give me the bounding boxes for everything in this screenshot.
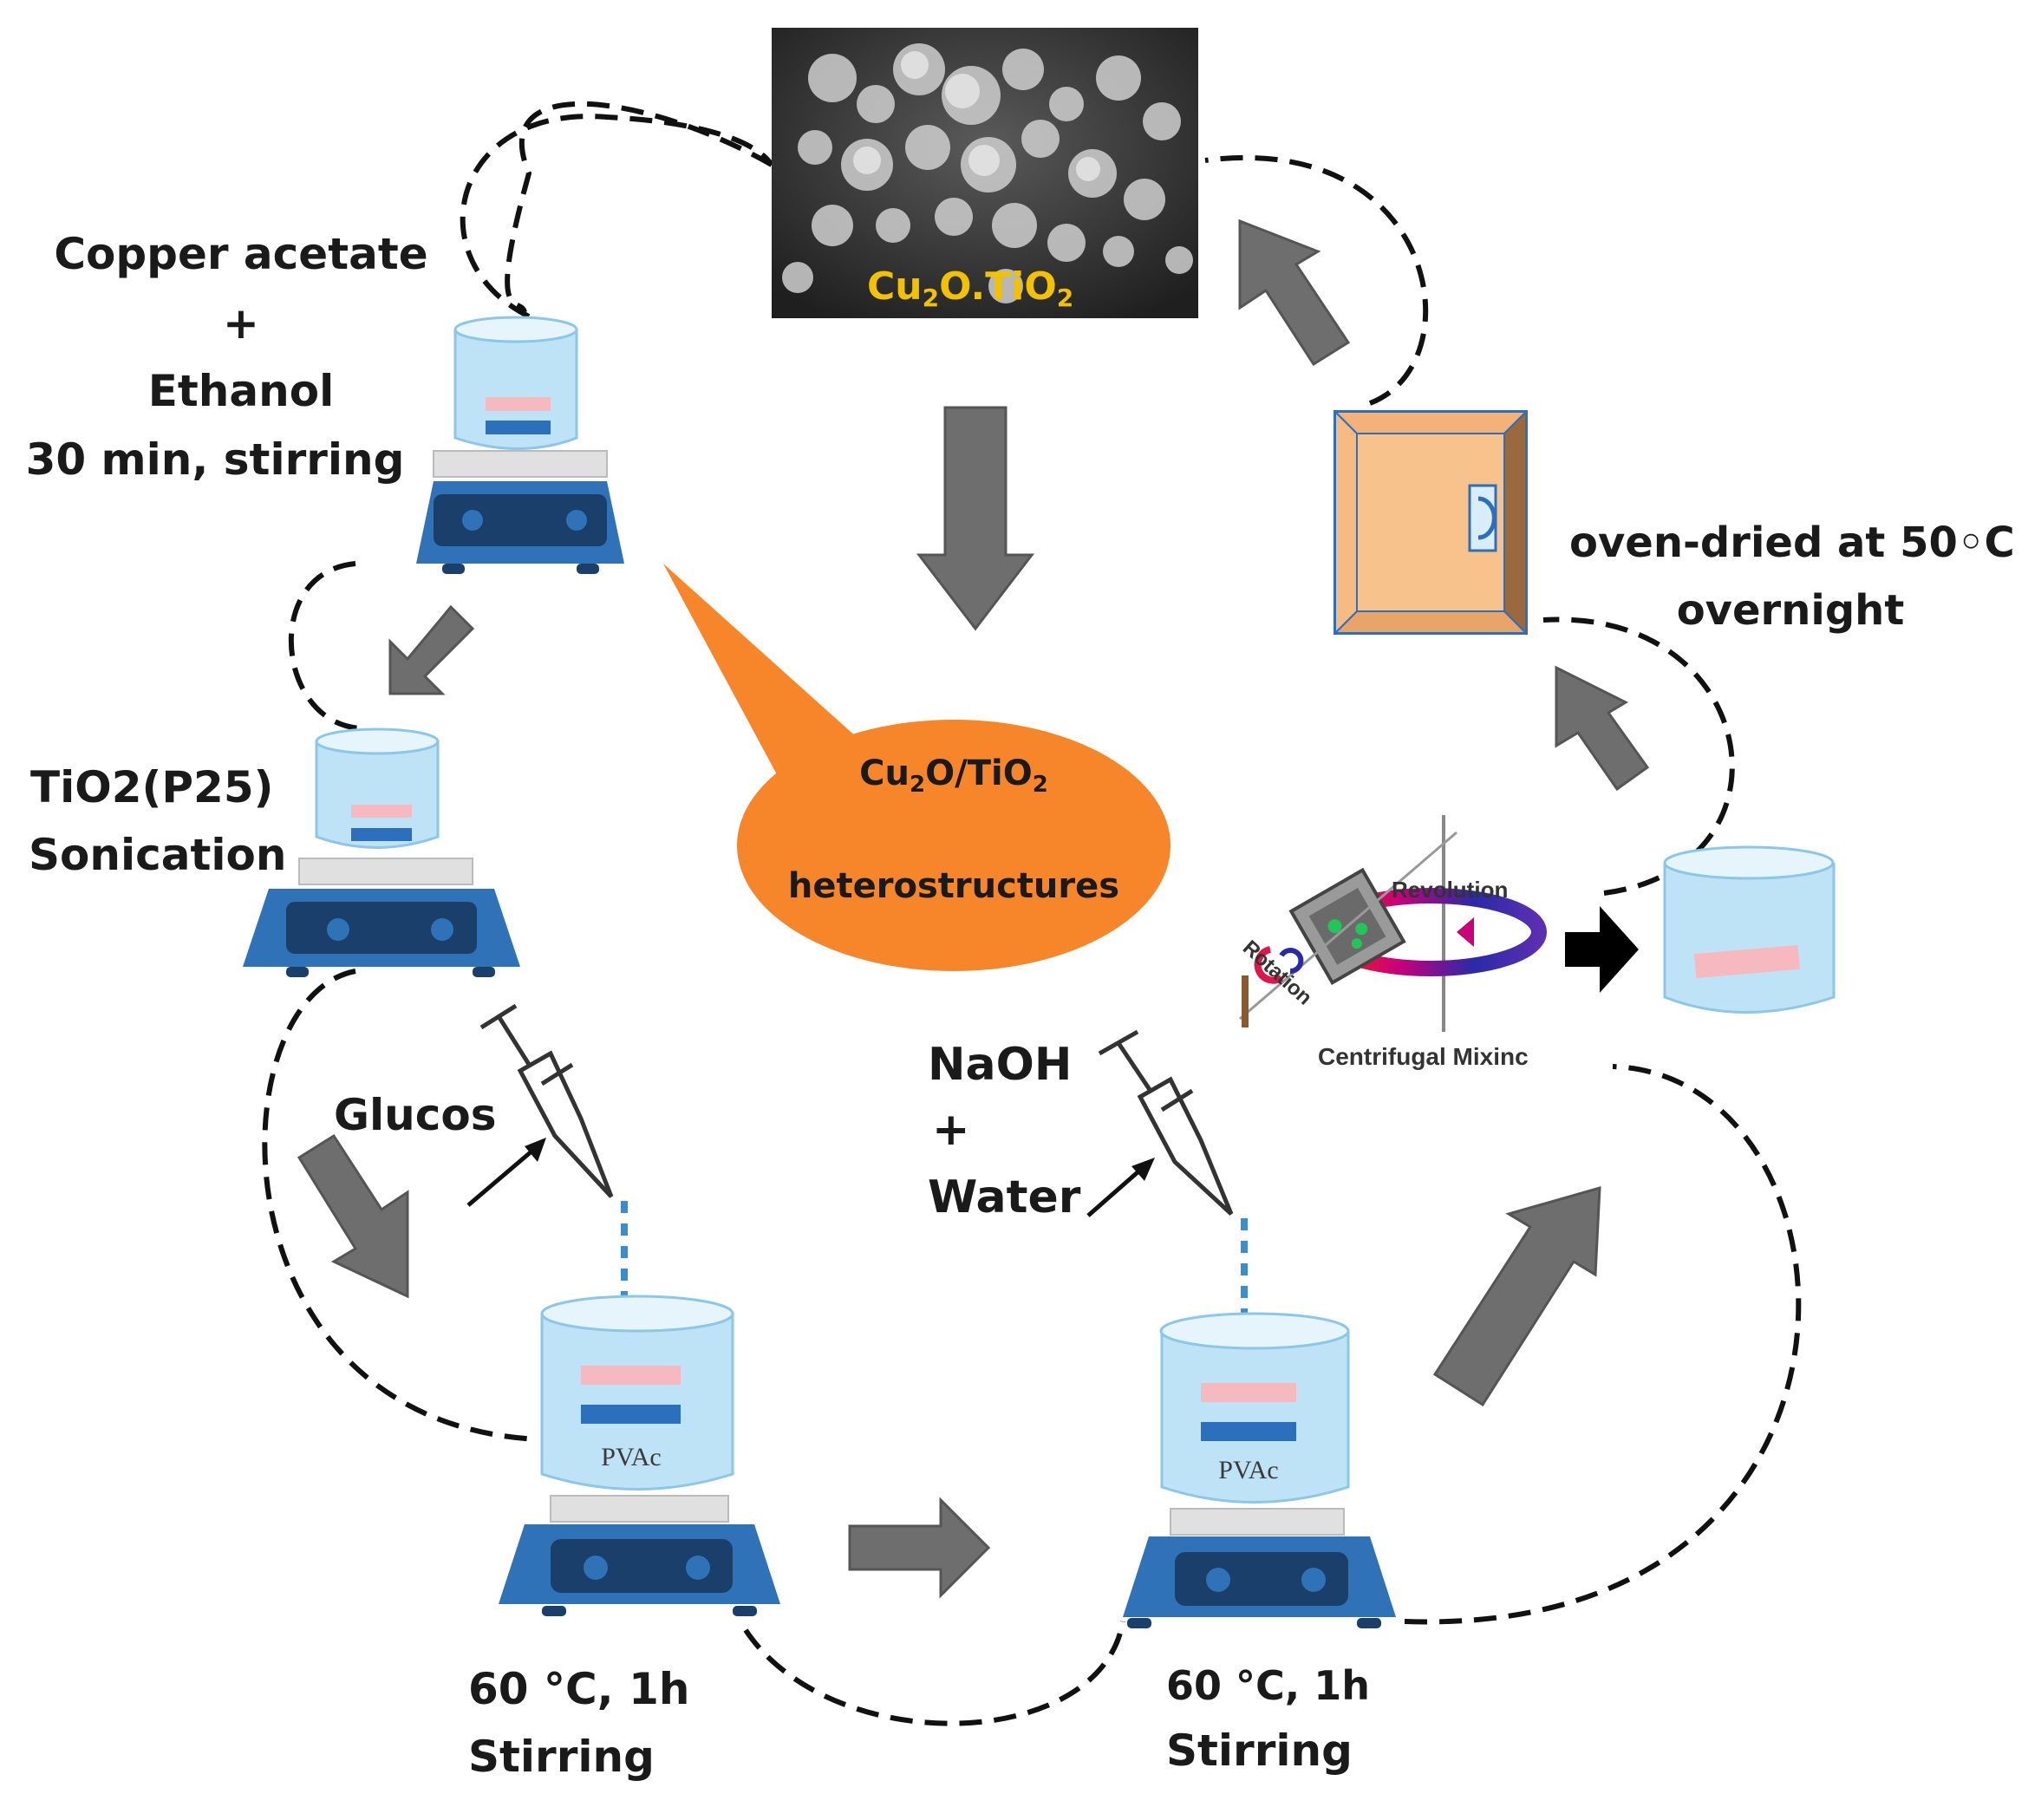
naoh-line2: + xyxy=(932,1104,970,1156)
sem-particles-bright xyxy=(853,51,1100,181)
step3-line1: 60 °C, 1h xyxy=(468,1664,689,1714)
arrow-step3-to-step4 xyxy=(848,1497,991,1599)
heterostructure-callout: Cu2O/TiO2 heterostructures xyxy=(663,564,1171,971)
pvac-label-b: PVAc xyxy=(1218,1456,1278,1484)
dashed-connectors xyxy=(262,101,1802,1726)
connector-sem-to-step1 xyxy=(505,101,773,314)
connector-step2-to-step3 xyxy=(262,969,538,1442)
oven-line1: oven-dried at 50◦C xyxy=(1569,519,2015,567)
syringe-glucose xyxy=(479,1003,614,1198)
naoh-line1: NaOH xyxy=(928,1039,1072,1091)
step1-label: Copper acetate + Ethanol 30 min, stirrin… xyxy=(26,229,428,485)
syringe-naoh xyxy=(1098,1029,1234,1216)
callout-line1: Cu2O/TiO2 xyxy=(859,753,1048,798)
rotation-label: Rotation xyxy=(1238,936,1316,1009)
step4-line2: Stirring xyxy=(1166,1725,1353,1776)
glucose-label: Glucos xyxy=(334,1090,497,1140)
naoh-label: NaOH + Water xyxy=(928,1039,1081,1223)
step2-line2: Sonication xyxy=(29,830,286,880)
centrifugal-label: Centrifugal Mixinc xyxy=(1318,1043,1529,1070)
pvac-label-a: PVAc xyxy=(601,1443,661,1471)
callout-line2: heterostructures xyxy=(788,866,1119,906)
step2-label: TiO2(P25) Sonication xyxy=(29,762,286,880)
arrow-mixer-to-beaker xyxy=(1565,906,1639,993)
sem-image: Cu2O.TiO2 xyxy=(772,28,1198,318)
step1-line3: Ethanol xyxy=(148,366,334,416)
glucose-pointer-arrow xyxy=(466,1145,539,1207)
step3-hotplate xyxy=(499,1495,780,1616)
connector-top-left-loop xyxy=(460,114,774,319)
oven xyxy=(1333,409,1529,636)
step4-label: 60 °C, 1h Stirring xyxy=(1166,1662,1370,1776)
oven-label: oven-dried at 50◦C overnight xyxy=(1569,519,2015,635)
step3-beaker: PVAc xyxy=(540,1295,734,1491)
connector-oven-to-sem xyxy=(1204,155,1429,406)
step1-beaker xyxy=(453,316,578,450)
step1-hotplate xyxy=(416,450,624,574)
connector-step1-to-step2 xyxy=(288,561,365,731)
step1-line2: + xyxy=(223,298,259,349)
step4-line1: 60 °C, 1h xyxy=(1166,1662,1370,1709)
connector-step3-to-step4 xyxy=(743,1621,1125,1726)
final-beaker xyxy=(1663,845,1836,1014)
oven-line2: overnight xyxy=(1677,586,1905,635)
naoh-pointer-arrow xyxy=(1086,1164,1146,1217)
step4-beaker: PVAc xyxy=(1159,1312,1350,1504)
step3-label: 60 °C, 1h Stirring xyxy=(468,1664,689,1782)
step4-hotplate xyxy=(1123,1508,1396,1628)
arrow-beaker-to-oven xyxy=(1555,665,1650,792)
step1-line4: 30 min, stirring xyxy=(26,434,405,485)
step3-line2: Stirring xyxy=(468,1732,655,1782)
naoh-line3: Water xyxy=(928,1171,1081,1223)
arrow-down-center xyxy=(916,406,1035,631)
step1-line1: Copper acetate xyxy=(54,229,427,279)
step2-line1: TiO2(P25) xyxy=(30,762,273,812)
glucose-arrowhead xyxy=(525,1138,546,1162)
arrow-step1-to-step2 xyxy=(388,604,475,695)
centrifugal-mixer: Revolution Rotation Centrifugal Mixinc xyxy=(1238,815,1547,1070)
step2-hotplate xyxy=(243,858,520,977)
sem-label: Cu2O.TiO2 xyxy=(867,264,1073,312)
arrow-step4-to-mixer xyxy=(1432,1185,1601,1407)
connector-step4-to-centrifuge xyxy=(1404,1064,1802,1625)
step2-beaker xyxy=(315,727,440,849)
arrow-step2-to-step3 xyxy=(297,1133,409,1299)
naoh-arrowhead xyxy=(1131,1158,1155,1181)
arrow-oven-to-sem xyxy=(1238,219,1351,367)
revolution-label: Revolution xyxy=(1392,877,1508,903)
